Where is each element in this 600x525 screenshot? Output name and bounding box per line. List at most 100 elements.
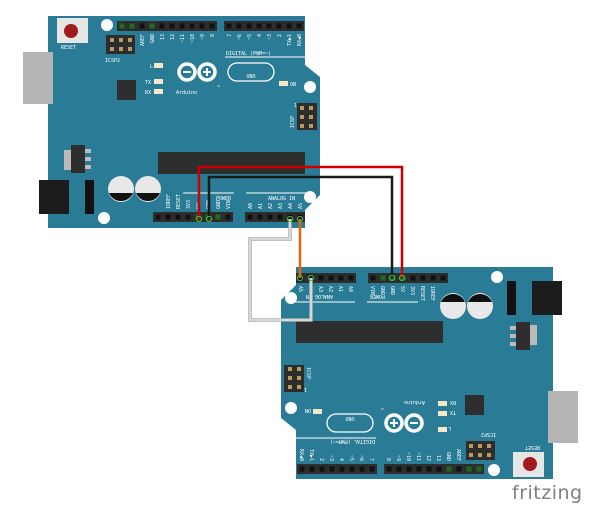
header-pin[interactable] [410,275,416,281]
a5-wire[interactable] [296,215,304,282]
header-pin[interactable] [155,214,161,220]
icsp2-pin[interactable] [478,444,482,448]
header-pin[interactable] [226,23,232,29]
header-pin[interactable] [420,275,426,281]
header-pin[interactable] [416,466,422,472]
header-pin[interactable] [159,23,165,29]
header-pin[interactable] [236,23,242,29]
header-pin[interactable] [267,214,273,220]
wire-endpoint[interactable] [286,215,294,223]
header-pin[interactable] [119,23,125,29]
icsp2-pin[interactable] [469,444,473,448]
gnd-wire-path[interactable] [207,175,394,278]
header-pin[interactable] [209,23,215,29]
header-pin[interactable] [266,23,272,29]
header-pin[interactable] [139,23,145,29]
icsp-pin[interactable] [300,106,304,110]
header-pin[interactable] [348,275,354,281]
icsp-pin[interactable] [309,124,313,128]
wire-endpoint[interactable] [296,274,304,282]
a4-wire-path[interactable] [248,219,313,322]
header-pin[interactable] [406,466,412,472]
header-pin[interactable] [386,466,392,472]
header-pin[interactable] [165,214,171,220]
header-pin[interactable] [189,23,195,29]
wire-endpoint[interactable] [398,274,406,282]
header-pin[interactable] [328,275,334,281]
header-pin[interactable] [319,466,325,472]
header-pin[interactable] [430,275,436,281]
wire-endpoint[interactable] [296,215,304,223]
header-pin[interactable] [466,466,472,472]
icsp2-pin[interactable] [487,444,491,448]
header-pin[interactable] [380,275,386,281]
header-pin[interactable] [338,275,344,281]
header-pin[interactable] [277,214,283,220]
icsp-pin[interactable] [300,124,304,128]
header-pin[interactable] [257,214,263,220]
header-pin[interactable] [370,275,376,281]
icsp2-pin[interactable] [469,453,473,457]
header-pin[interactable] [309,466,315,472]
header-pin[interactable] [129,23,135,29]
header-pin[interactable] [446,466,452,472]
header-pin[interactable] [179,23,185,29]
icsp-pin[interactable] [297,367,301,371]
header-pin[interactable] [436,466,442,472]
header-pin[interactable] [296,23,302,29]
icsp-pin[interactable] [288,376,292,380]
header-pin[interactable] [276,23,282,29]
header-pin[interactable] [359,466,365,472]
icsp2-pin[interactable] [478,453,482,457]
wire-endpoint[interactable] [205,215,213,223]
icsp2-pin[interactable] [119,47,123,51]
icsp2-pin[interactable] [110,38,114,42]
header-pin[interactable] [440,275,446,281]
header-pin[interactable] [339,466,345,472]
header-pin[interactable] [185,214,191,220]
header-pin[interactable] [225,214,231,220]
header-pin[interactable] [215,214,221,220]
icsp-pin[interactable] [297,376,301,380]
reset-button-cap[interactable] [523,457,537,471]
5v-wire-path[interactable] [197,165,404,278]
header-pin[interactable] [476,466,482,472]
header-pin[interactable] [396,466,402,472]
icsp2-pin[interactable] [487,453,491,457]
a4-wire[interactable] [248,215,315,322]
5v-wire[interactable] [195,165,406,282]
icsp-pin[interactable] [309,106,313,110]
header-pin[interactable] [318,275,324,281]
icsp-pin[interactable] [309,115,313,119]
icsp2-pin[interactable] [128,47,132,51]
icsp2-pin[interactable] [128,38,132,42]
header-pin[interactable] [247,214,253,220]
icsp2-pin[interactable] [110,47,114,51]
header-pin[interactable] [426,466,432,472]
header-pin[interactable] [286,23,292,29]
pin-label: TX▶1 [287,34,293,46]
wire-endpoint[interactable] [388,274,396,282]
icsp-pin[interactable] [288,385,292,389]
icsp-pin[interactable] [300,115,304,119]
icsp-pin[interactable] [288,367,292,371]
header-pin[interactable] [299,466,305,472]
gnd-wire[interactable] [205,175,396,282]
header-pin[interactable] [199,23,205,29]
header-pin[interactable] [287,214,293,220]
header-pin[interactable] [349,466,355,472]
reset-button-cap[interactable] [64,24,78,38]
wire-endpoint[interactable] [195,215,203,223]
header-pin[interactable] [246,23,252,29]
icsp-pin[interactable] [297,385,301,389]
header-pin[interactable] [175,214,181,220]
wire-endpoint[interactable] [307,274,315,282]
header-pin[interactable] [456,466,462,472]
icsp2-pin[interactable] [119,38,123,42]
header-pin[interactable] [149,23,155,29]
header-pin[interactable] [369,466,375,472]
header-pin[interactable] [256,23,262,29]
header-pin[interactable] [297,214,303,220]
header-pin[interactable] [169,23,175,29]
header-pin[interactable] [329,466,335,472]
